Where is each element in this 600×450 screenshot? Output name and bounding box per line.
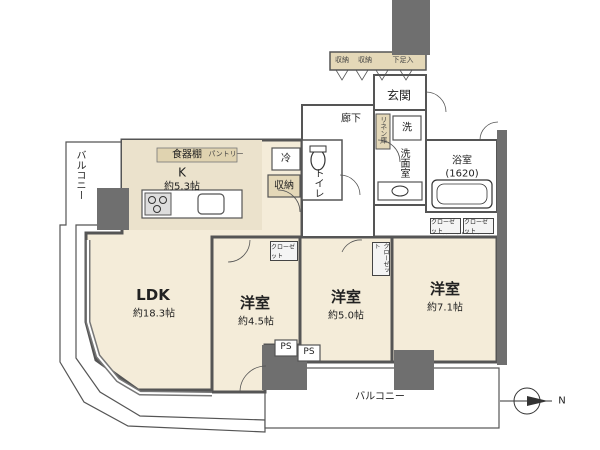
fridge-label: 冷	[281, 153, 291, 165]
ldk-window-inner	[87, 240, 213, 395]
door-swing	[377, 139, 401, 163]
bedroom2-closet: クローゼット	[372, 242, 390, 276]
door-swing	[277, 189, 301, 213]
bathtub-inner	[436, 183, 488, 205]
toilet-bowl	[310, 149, 326, 171]
column-top	[392, 0, 430, 55]
bedroom1-closet: クローゼット	[270, 241, 298, 261]
linen-label: リネン庫	[379, 116, 388, 144]
ldk-name: LDK	[136, 285, 170, 304]
kitchen-storage-area	[267, 174, 301, 198]
north-label: N	[558, 395, 566, 407]
kitchen-name: K	[178, 165, 186, 180]
entrance-name: 玄関	[386, 88, 412, 103]
washroom-name: 洗面室	[398, 148, 409, 178]
bedroom3-floor	[390, 235, 499, 364]
bottom-balcony-label: バルコニー	[355, 391, 405, 403]
ps-label-1: PS	[280, 342, 292, 353]
compass	[500, 387, 552, 415]
bath-size: (1620)	[445, 168, 479, 180]
dish-cabinet-area	[156, 147, 238, 163]
bedroom1-name: 洋室	[239, 293, 271, 312]
door-swing	[479, 121, 499, 141]
bedroom1-area: 約4.5帖	[238, 316, 274, 328]
column-left	[97, 188, 129, 230]
door-swing	[425, 91, 447, 113]
door-swing	[239, 365, 267, 393]
kitchen-storage-label: 収納	[274, 180, 294, 192]
pantry-label: パントリー	[208, 150, 244, 159]
bedroom2-area: 約5.0帖	[328, 310, 364, 322]
ps-box-1	[274, 339, 298, 357]
door-swing	[341, 239, 363, 253]
kitchen-area: 約5.3帖	[164, 181, 200, 193]
burner	[153, 205, 161, 213]
bedroom2-name: 洋室	[330, 287, 362, 306]
washer-box	[392, 115, 422, 141]
hallway-name: 廊下	[341, 113, 361, 125]
entry-storage-label-1: 収納	[335, 56, 349, 65]
bottom-balcony	[264, 367, 500, 429]
washer-label: 洗	[402, 122, 412, 134]
stove	[144, 192, 172, 216]
bath-name: 浴室	[452, 155, 472, 167]
fridge-area	[271, 147, 301, 171]
bedroom3-name: 洋室	[429, 279, 461, 298]
ps-box-2	[297, 344, 321, 362]
left-balcony-label: バルコニー	[74, 150, 85, 200]
bedroom3-area: 約7.1帖	[427, 302, 463, 314]
entry-storage	[329, 51, 427, 71]
column-bottom-right	[394, 350, 434, 390]
toilet-tank	[309, 145, 327, 153]
ps-label-2: PS	[303, 347, 315, 358]
ldk-area: 約18.3帖	[132, 308, 176, 320]
bath-right-wall	[497, 130, 507, 365]
shoe-storage-label: 下足入	[392, 56, 414, 65]
burner	[148, 196, 156, 204]
toilet-name: トイレ	[312, 168, 323, 198]
closet-doors	[335, 69, 413, 81]
burner	[159, 196, 167, 204]
bedroom3-closet-1: クローゼット	[430, 218, 461, 235]
bedroom3-closet-2: クローゼット	[463, 218, 494, 235]
vanity-basin	[391, 185, 409, 197]
door-swing	[339, 174, 361, 196]
door-swing	[227, 239, 251, 263]
dish-cabinet-label: 食器棚	[172, 149, 202, 161]
entry-storage-label-2: 収納	[358, 56, 372, 65]
sink	[197, 193, 225, 215]
